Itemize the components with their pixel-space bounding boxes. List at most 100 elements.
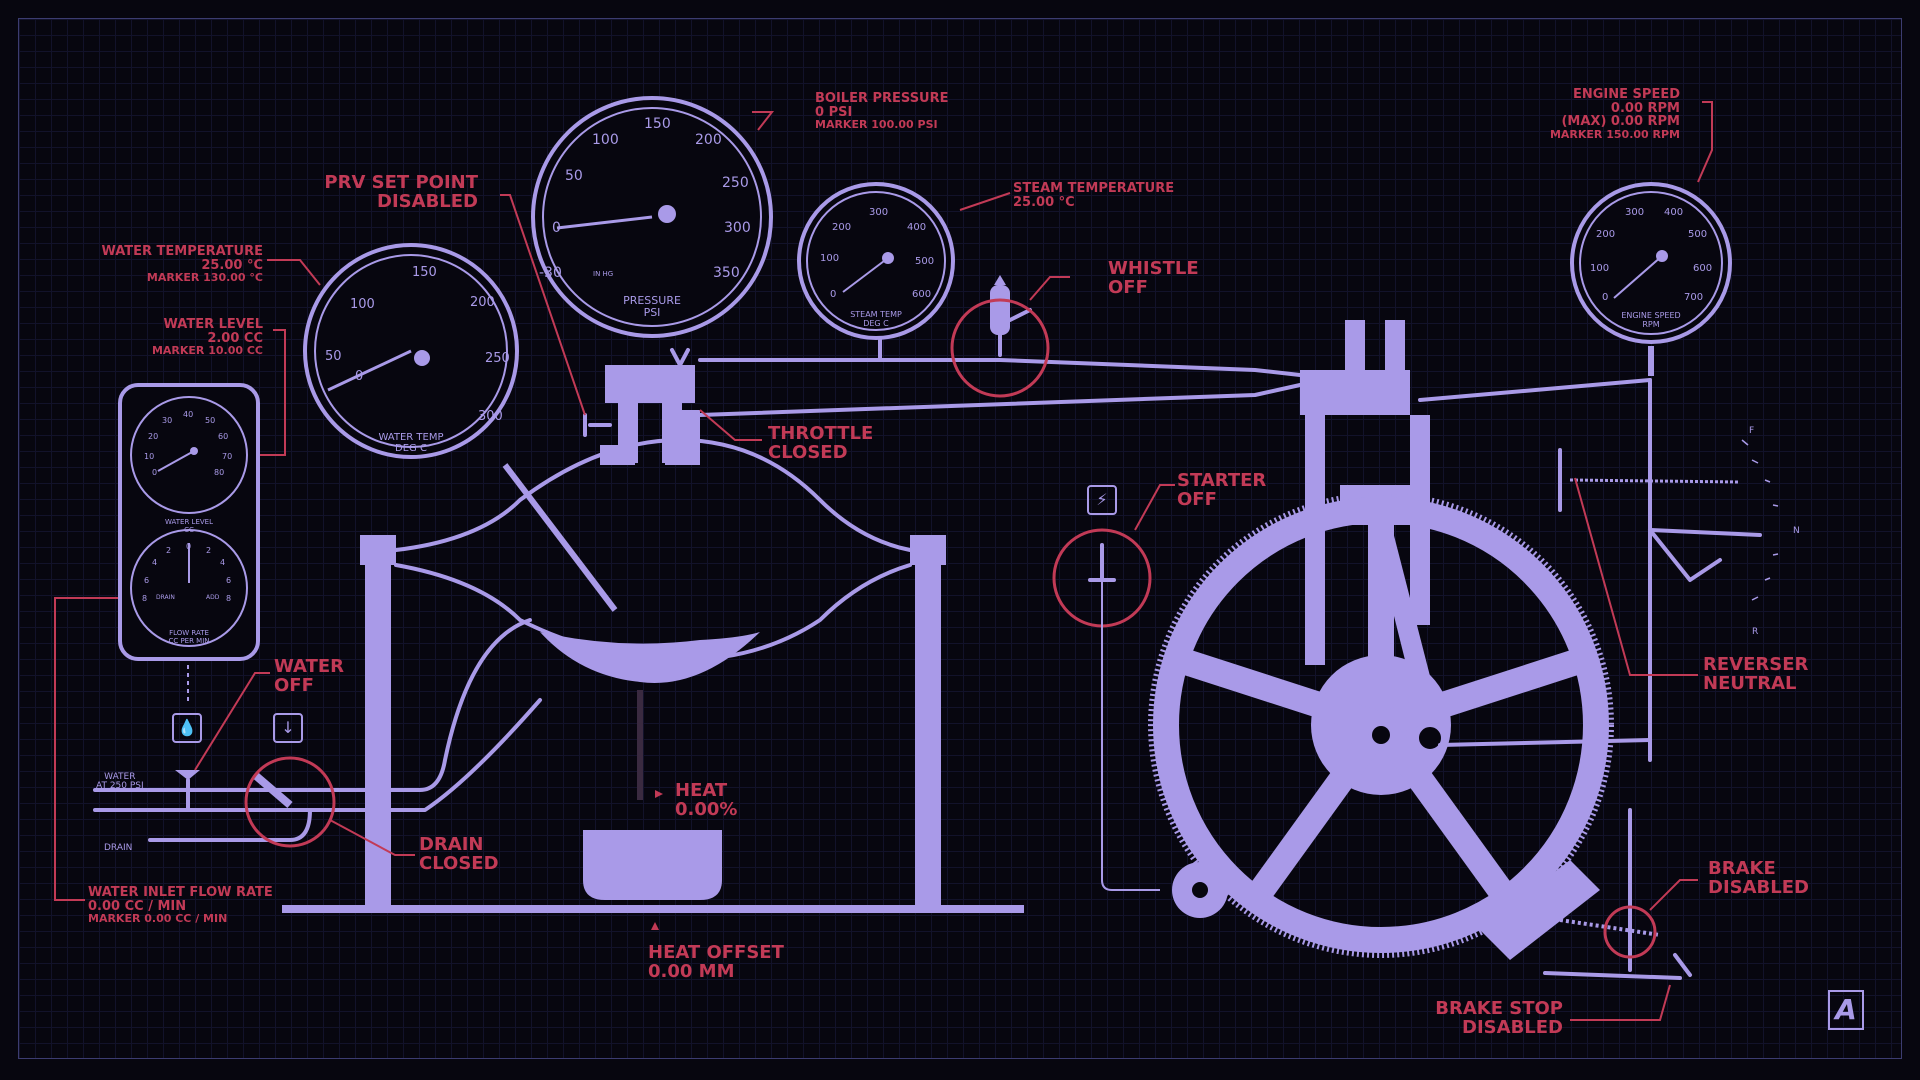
steam-dome <box>605 365 695 403</box>
label-title: THROTTLE <box>768 423 874 444</box>
lightning-icon[interactable]: ⚡ <box>1087 485 1117 515</box>
tick-label: 100 <box>820 253 839 264</box>
label-marker: MARKER 10.00 CC <box>151 344 263 358</box>
label-title: WATER INLET FLOW RATE <box>88 885 273 900</box>
label-title: PRV SET POINT <box>324 172 478 193</box>
tick-label: 8 <box>142 594 147 603</box>
leader-lines <box>54 101 1713 1021</box>
label-title: BRAKE <box>1708 858 1776 879</box>
reverser-label[interactable]: REVERSER NEUTRAL <box>1703 654 1809 694</box>
tick-label: 20 <box>148 432 158 441</box>
whistle-label[interactable]: WHISTLE OFF <box>1108 259 1199 298</box>
reverser-spring <box>1569 478 1741 484</box>
water-inlet-pressure: AT 250 PSI <box>96 781 144 792</box>
boiler-water <box>540 632 760 683</box>
reverser-lever[interactable] <box>1648 528 1762 537</box>
engine-speed-gauge: 0 100 200 300 400 500 600 700 ENGINE SPE… <box>1570 182 1732 344</box>
drain-valve-ring <box>244 756 336 848</box>
tick-label: 600 <box>1693 263 1712 274</box>
label-value: OFF <box>1108 276 1148 298</box>
prv-set-point-label[interactable]: PRV SET POINT DISABLED <box>318 172 478 212</box>
tick-label: 700 <box>1684 292 1703 303</box>
label-max: (MAX) 0.00 RPM <box>1561 114 1680 130</box>
steam-line <box>698 383 1302 417</box>
label-value: OFF <box>1177 488 1217 510</box>
tick-label: 0 <box>152 468 157 477</box>
tick-label: 300 <box>1625 207 1644 218</box>
crank-pin <box>1413 721 1447 755</box>
tick-label: 150 <box>412 265 437 280</box>
drain-label[interactable]: DRAIN CLOSED <box>419 835 499 874</box>
label-title: HEAT <box>675 780 728 801</box>
tick-label: 80 <box>214 468 224 477</box>
tick-label: 200 <box>832 222 851 233</box>
label-value: 0.00 RPM <box>1610 100 1680 116</box>
heat-offset-label[interactable]: HEAT OFFSET 0.00 MM <box>648 943 784 982</box>
label-value: DISABLED <box>1708 876 1809 898</box>
gauge-caption: STEAM TEMP <box>850 310 902 319</box>
whistle[interactable] <box>950 275 1050 398</box>
engine-speed-label: ENGINE SPEED 0.00 RPM (MAX) 0.00 RPM MAR… <box>1525 88 1680 140</box>
tick-label: 4 <box>220 558 225 567</box>
tick-label: 40 <box>183 410 193 419</box>
brake-label[interactable]: BRAKE DISABLED <box>1708 858 1809 898</box>
gauge-caption-unit: CC PER MIN <box>168 637 209 645</box>
reverser-forward-label: F <box>1749 426 1755 436</box>
starter-label[interactable]: STARTER OFF <box>1177 470 1267 510</box>
water-valve[interactable] <box>175 770 200 780</box>
needle-hub <box>1656 250 1668 262</box>
tick-label: 0 <box>1602 292 1608 303</box>
prv-handle[interactable] <box>583 413 612 437</box>
label-title: BOILER PRESSURE <box>815 91 949 106</box>
right-leg <box>915 560 941 905</box>
tick-label: 6 <box>226 576 231 585</box>
gauge-caption: FLOW RATE <box>169 629 209 637</box>
water-label[interactable]: WATER OFF <box>274 657 344 696</box>
gauge-caption: WATER LEVEL <box>165 518 213 526</box>
label-value: OFF <box>274 674 314 696</box>
engine-column-left <box>1305 415 1325 665</box>
tick-label: 30 <box>162 416 172 425</box>
needle-hub <box>658 205 676 223</box>
needle-hub <box>190 447 198 455</box>
tick-label: 300 <box>478 409 503 424</box>
left-leg-cap <box>360 535 396 565</box>
label-value: 0.00 CC / MIN <box>88 898 187 914</box>
drain-arrow-icon[interactable]: ↓ <box>273 713 303 743</box>
tick-label: 150 <box>644 116 671 132</box>
brand-logo: A <box>1828 990 1864 1030</box>
tick-label: 8 <box>226 594 231 603</box>
tick-label: 200 <box>695 132 722 148</box>
tick-label: 500 <box>915 256 934 267</box>
heat-offset-marker <box>651 922 659 930</box>
heat-label[interactable]: HEAT 0.00% <box>675 780 737 820</box>
drain-valve[interactable] <box>252 771 293 809</box>
water-temperature-label: WATER TEMPERATURE 25.00 °C MARKER 130.00… <box>80 245 263 284</box>
gauge-caption-unit: DEG C <box>395 443 427 454</box>
tick-label: 2 <box>206 546 211 555</box>
tick-label: 50 <box>205 416 215 425</box>
tick-label: 400 <box>1664 207 1683 218</box>
tick-label: 300 <box>724 220 751 236</box>
throttle-label[interactable]: THROTTLE CLOSED <box>768 423 874 463</box>
brake-stop-label[interactable]: BRAKE STOP DISABLED <box>1395 999 1563 1038</box>
label-value: 0 PSI <box>815 104 853 120</box>
tick-label: 300 <box>869 207 888 218</box>
water-drop-icon[interactable]: 💧 <box>172 713 202 743</box>
water-inlet-pipe <box>93 618 532 792</box>
label-title: STEAM TEMPERATURE <box>1013 181 1175 196</box>
label-title: REVERSER <box>1703 654 1809 675</box>
throttle-handle[interactable] <box>670 348 690 367</box>
eccentric-rod <box>1438 738 1652 747</box>
starter-switch[interactable] <box>1052 528 1228 918</box>
label-title: WATER TEMPERATURE <box>101 244 263 259</box>
label-marker: MARKER 130.00 °C <box>146 271 263 285</box>
label-value: DISABLED <box>1462 1016 1563 1038</box>
boiler-pressure-label: BOILER PRESSURE 0 PSI MARKER 100.00 PSI <box>815 92 949 131</box>
tick-label: 100 <box>592 132 619 148</box>
gauge-unit: IN HG <box>593 270 613 278</box>
needle <box>556 215 653 230</box>
brake-assembly[interactable] <box>1480 808 1692 980</box>
label-title: STARTER <box>1177 470 1267 491</box>
label-value: 0.00 MM <box>648 960 735 982</box>
